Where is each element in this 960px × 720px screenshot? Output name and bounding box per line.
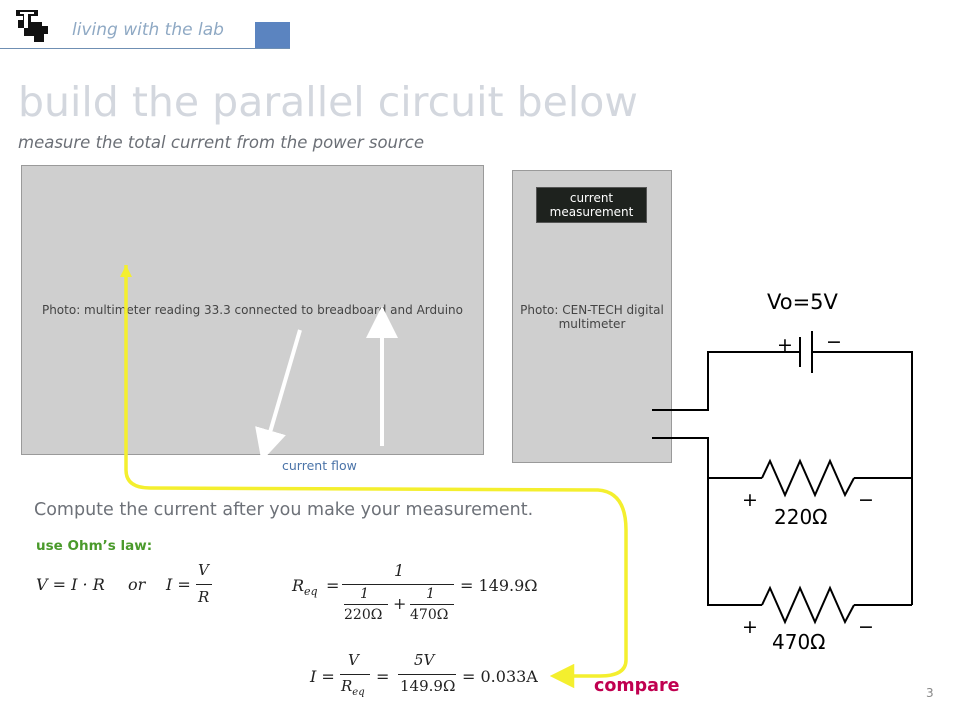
req-lhs-symbol: R xyxy=(292,576,305,595)
ohm-equation-2-den: R xyxy=(198,588,210,606)
fraction-bar xyxy=(398,674,456,675)
source-plus: + xyxy=(777,334,793,356)
current-f2-den: 149.9Ω xyxy=(400,677,456,695)
r2-plus: + xyxy=(742,616,758,638)
fraction-bar xyxy=(344,604,388,605)
current-f1-den-subscript: eq xyxy=(352,687,365,698)
page-number: 3 xyxy=(926,686,934,700)
current-flow-arrow-down xyxy=(255,329,302,462)
r1-plus: + xyxy=(742,489,758,511)
compare-arrow xyxy=(124,265,628,689)
r1-label: 220Ω xyxy=(774,505,827,529)
header-brand: living with the lab xyxy=(72,20,224,40)
req-result: = 149.9Ω xyxy=(460,576,538,595)
ohm-equation-2-num: V xyxy=(198,561,209,579)
req-f2-num: 1 xyxy=(426,586,435,602)
page-title: build the parallel circuit below xyxy=(18,78,638,126)
r1-minus: − xyxy=(858,489,874,511)
compute-instruction: Compute the current after you make your … xyxy=(34,500,534,520)
current-f1-den: Req xyxy=(341,677,365,698)
current-flow-caption: current flow xyxy=(282,458,357,473)
page-subtitle: measure the total current from the power… xyxy=(18,133,425,152)
multimeter-breadboard-photo: Photo: multimeter reading 33.3 connected… xyxy=(21,165,484,455)
photo-placeholder-label: Photo: multimeter reading 33.3 connected… xyxy=(41,303,464,317)
req-lhs: Req xyxy=(292,576,318,598)
current-result: = 0.033A xyxy=(462,667,538,686)
req-f1-den: 220Ω xyxy=(344,607,383,623)
current-f1-den-symbol: R xyxy=(341,677,353,695)
source-voltage-label: Vo=5V xyxy=(767,290,839,314)
parallel-circuit-diagram: Vo=5V + − + − 220Ω + − 470Ω xyxy=(652,290,913,654)
req-top-numerator: 1 xyxy=(394,561,405,580)
r2-minus: − xyxy=(858,616,874,638)
req-lhs-subscript: eq xyxy=(304,585,318,599)
university-logo xyxy=(16,10,48,42)
req-f2-den: 470Ω xyxy=(410,607,449,623)
fraction-bar xyxy=(196,584,212,585)
ohm-equation-2-lhs: I = xyxy=(166,575,191,594)
compare-label: compare xyxy=(594,676,680,696)
fraction-bar xyxy=(342,584,454,585)
header-accent-box xyxy=(255,22,290,49)
ohm-or: or xyxy=(128,575,146,594)
fraction-bar xyxy=(410,604,454,605)
current-f1-num: V xyxy=(348,651,359,669)
current-equals-2: = xyxy=(376,667,390,686)
current-measurement-display: current measurement xyxy=(536,187,647,223)
req-equals: = xyxy=(326,576,340,595)
req-f1-num: 1 xyxy=(360,586,369,602)
current-lhs: I = xyxy=(310,667,335,686)
current-measurement-label-line2: measurement xyxy=(549,205,634,219)
ohms-law-label: use Ohm’s law: xyxy=(36,538,153,554)
fraction-bar xyxy=(340,674,370,675)
current-measurement-label-line1: current xyxy=(569,191,614,205)
header-rule xyxy=(0,48,290,49)
r2-label: 470Ω xyxy=(772,630,825,654)
photo-placeholder-label: Photo: CEN-TECH digital multimeter xyxy=(520,302,664,331)
current-f2-num: 5V xyxy=(414,651,435,669)
ohm-equation-1: V = I · R xyxy=(36,575,105,594)
source-minus: − xyxy=(826,331,842,353)
req-plus: + xyxy=(393,594,407,613)
